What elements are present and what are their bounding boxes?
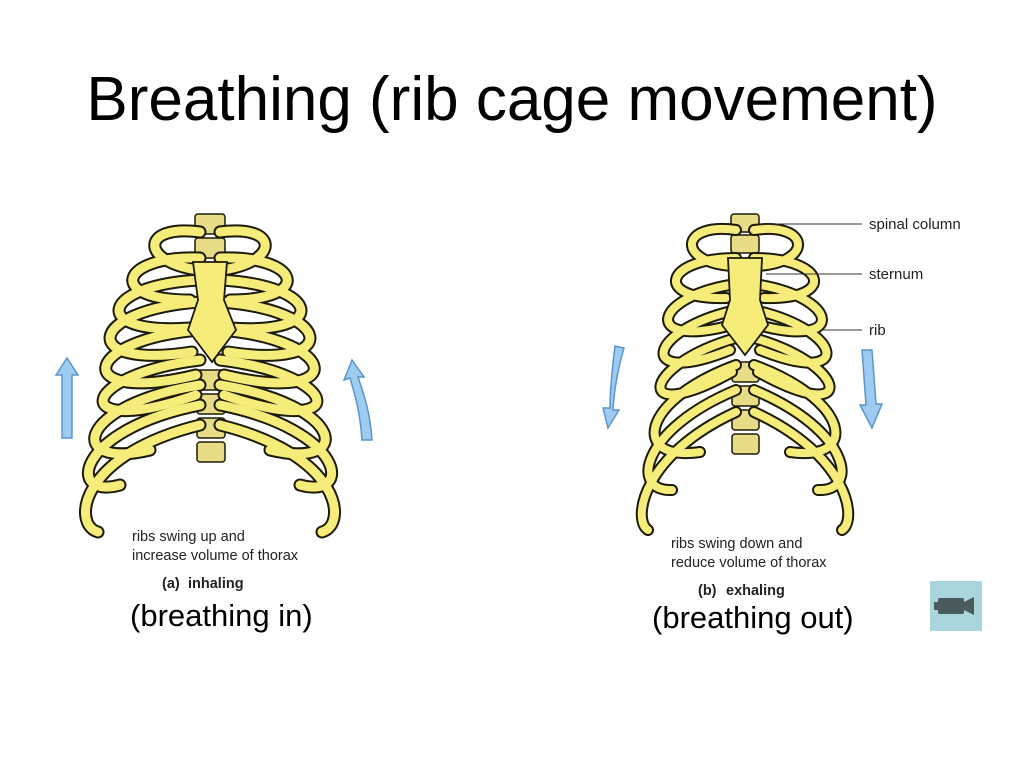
ribs-right (213, 224, 341, 539)
arrow-down-left-icon (602, 345, 625, 430)
inhaling-rib-cage: ribs swing up and increase volume of tho… (54, 213, 373, 592)
video-button[interactable] (930, 581, 982, 631)
inhale-label-letter: (a) (162, 576, 180, 592)
arrow-up-left-icon (54, 356, 80, 439)
sternum-exhale (720, 257, 770, 357)
caption-breathing-in: (breathing in) (130, 598, 313, 633)
exhale-label-letter: (b) (698, 583, 717, 599)
caption-breathing-out: (breathing out) (652, 600, 854, 635)
slide-title: Breathing (rib cage movement) (86, 65, 938, 134)
ribs-right-exhale (748, 222, 855, 536)
callout-spinal-column: spinal column (869, 216, 961, 233)
sternum (186, 261, 238, 364)
exhale-description-line1: ribs swing down and (671, 536, 802, 552)
callout-rib: rib (869, 322, 886, 339)
inhale-description-line1: ribs swing up and (132, 529, 245, 545)
exhaling-rib-cage: spinal column sternum rib ribs swing dow… (602, 213, 961, 599)
video-camera-icon (934, 597, 974, 615)
ribs-left-exhale (635, 222, 742, 536)
exhale-description-line2: reduce volume of thorax (671, 555, 827, 571)
callout-lines (760, 223, 862, 331)
inhale-label-word: inhaling (188, 576, 244, 592)
arrow-up-right-icon (342, 358, 373, 441)
inhale-description-line2: increase volume of thorax (132, 548, 299, 564)
arrow-down-right-icon (858, 349, 884, 430)
callout-sternum: sternum (869, 266, 923, 283)
exhale-label-word: exhaling (726, 583, 785, 599)
ribs-left (79, 224, 207, 539)
